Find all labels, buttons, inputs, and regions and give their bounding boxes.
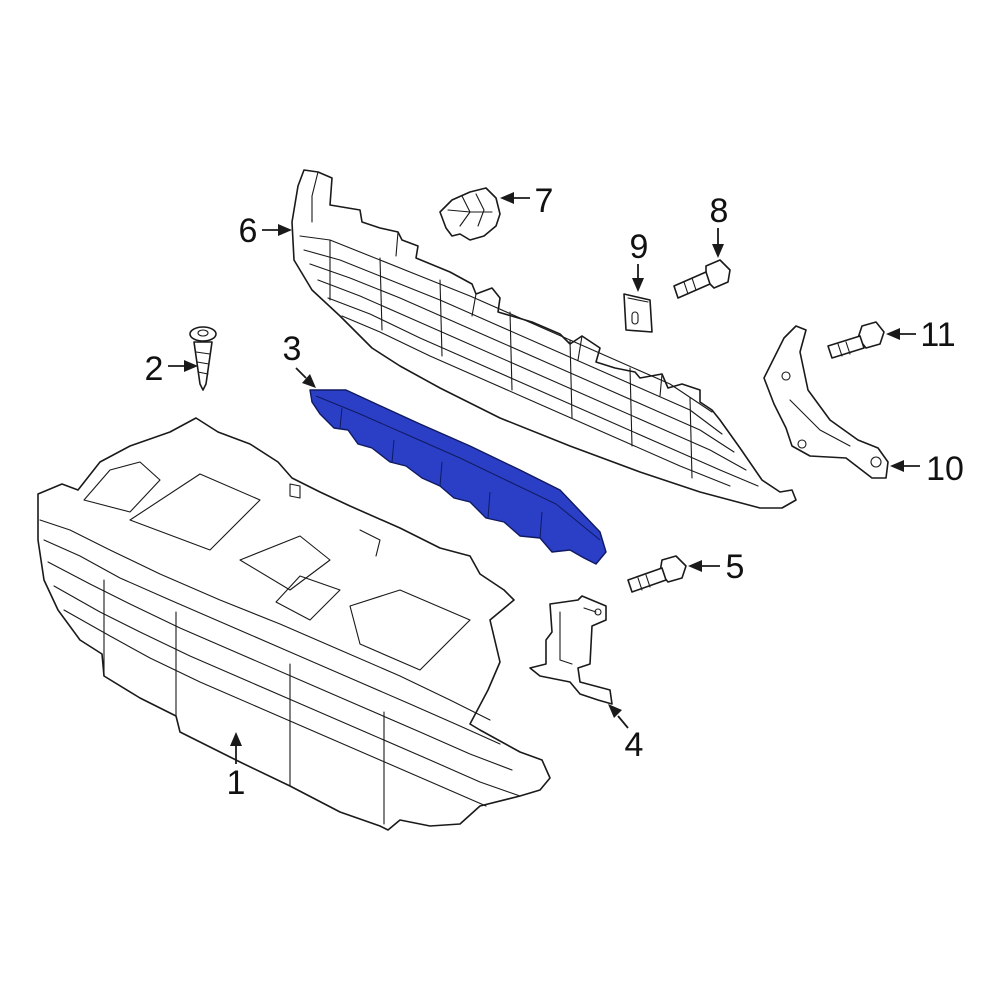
callout-7: 7 — [535, 182, 554, 220]
part-7-push-clip[interactable] — [439, 187, 501, 241]
part-1-grille-assembly[interactable] — [37, 417, 551, 831]
callout-1: 1 — [227, 764, 246, 802]
callout-5: 5 — [726, 548, 745, 586]
callout-3: 3 — [283, 330, 302, 368]
callout-6: 6 — [239, 212, 258, 250]
callout-2: 2 — [145, 350, 164, 388]
part-11-bolt[interactable] — [827, 321, 885, 359]
part-4-side-bracket[interactable] — [529, 595, 613, 705]
leader-lines — [168, 192, 920, 764]
callout-9: 9 — [630, 228, 649, 266]
callout-10: 10 — [926, 450, 964, 488]
part-3-support-bracket[interactable] — [309, 389, 607, 565]
part-6-upper-grille[interactable] — [291, 169, 797, 509]
callout-11: 11 — [920, 316, 955, 354]
part-8-bolt[interactable] — [673, 259, 731, 299]
part-2-screw[interactable] — [189, 326, 217, 391]
part-10-mounting-bracket[interactable] — [763, 325, 889, 479]
callout-4: 4 — [625, 726, 644, 764]
part-5-bolt[interactable] — [627, 555, 687, 593]
callout-labels: 1 2 3 4 5 6 7 8 9 10 11 — [145, 182, 964, 802]
callout-8: 8 — [710, 192, 729, 230]
part-9-nut-clip[interactable] — [623, 293, 653, 333]
